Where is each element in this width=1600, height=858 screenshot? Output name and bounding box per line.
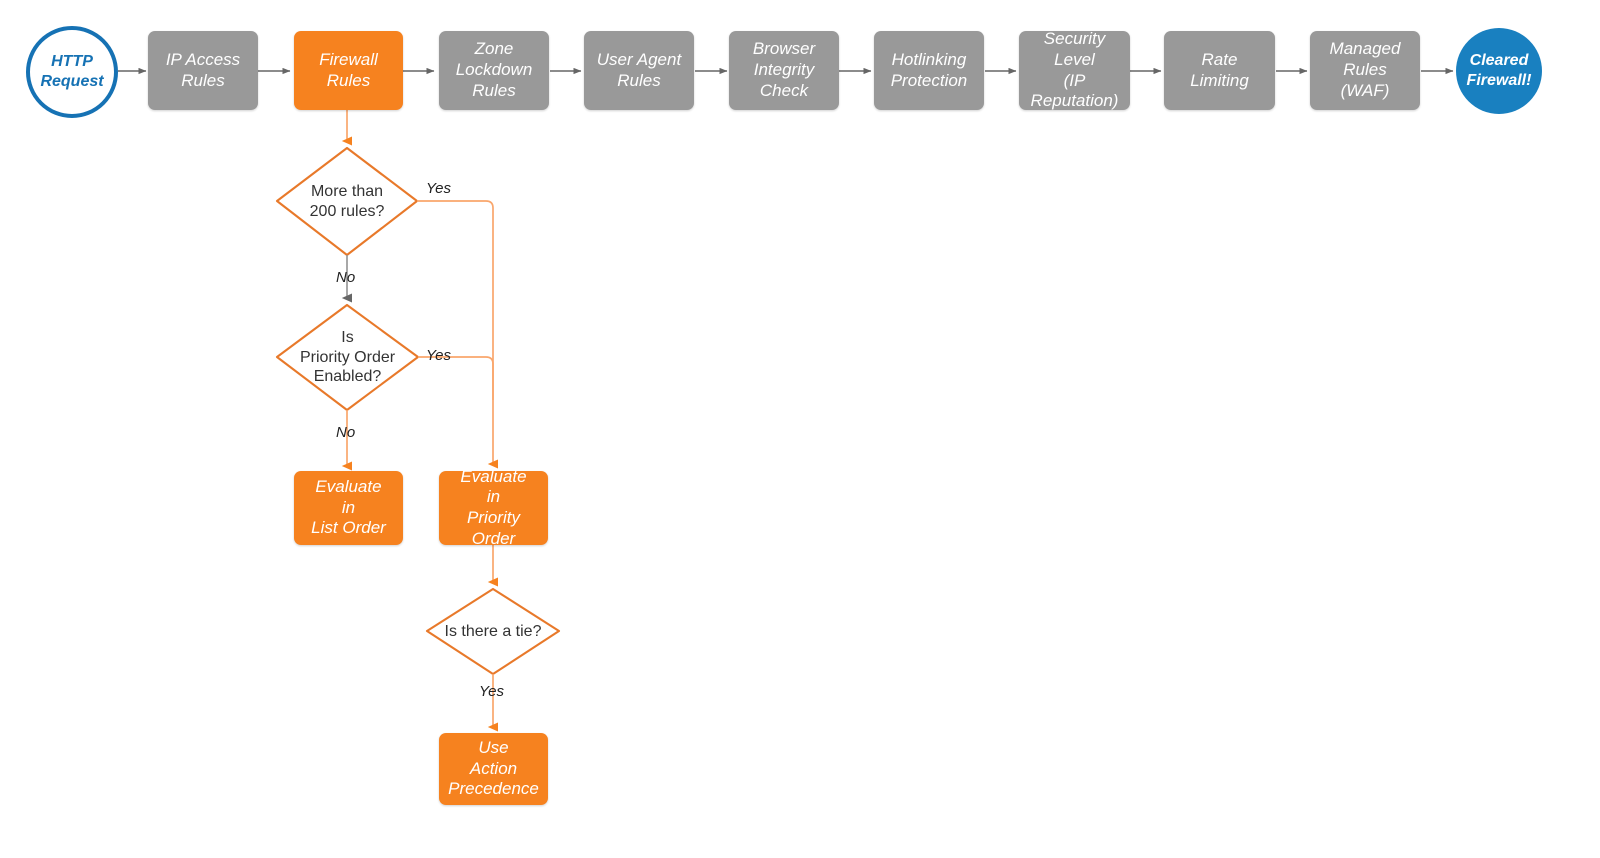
edge-label-priority-order-no: No (336, 424, 356, 441)
node-http-request[interactable]: HTTP Request (26, 26, 118, 118)
node-managed-rules-waf[interactable]: Managed Rules (WAF) (1310, 31, 1420, 110)
node-browser-integrity-check[interactable]: Browser Integrity Check (729, 31, 839, 110)
edge-label-more-than-200-no: No (336, 269, 356, 286)
edge-label-priority-order-yes: Yes (426, 347, 452, 364)
node-firewall-rules[interactable]: Firewall Rules (294, 31, 403, 110)
node-security-level-ip-reputation[interactable]: Security Level (IP Reputation) (1019, 29, 1130, 110)
node-hotlinking-protection[interactable]: Hotlinking Protection (874, 31, 984, 110)
node-use-action-precedence[interactable]: Use Action Precedence (439, 733, 548, 805)
node-ip-access-rules[interactable]: IP Access Rules (148, 31, 258, 110)
decision-is-priority-order-enabled[interactable]: Is Priority Order Enabled? (299, 329, 396, 386)
decision-more-than-200-rules[interactable]: More than 200 rules? (309, 182, 385, 220)
decision-is-there-a-tie[interactable]: Is there a tie? (444, 622, 542, 640)
node-zone-lockdown-rules[interactable]: Zone Lockdown Rules (439, 31, 549, 110)
node-user-agent-rules[interactable]: User Agent Rules (584, 31, 694, 110)
node-rate-limiting[interactable]: Rate Limiting (1164, 31, 1275, 110)
edge-label-tie-yes: Yes (479, 683, 505, 700)
node-evaluate-in-priority-order[interactable]: Evaluate in Priority Order (439, 467, 548, 548)
edge-label-more-than-200-yes: Yes (426, 180, 452, 197)
node-cleared-firewall[interactable]: Cleared Firewall! (1456, 28, 1542, 114)
node-evaluate-in-list-order[interactable]: Evaluate in List Order (294, 471, 403, 545)
